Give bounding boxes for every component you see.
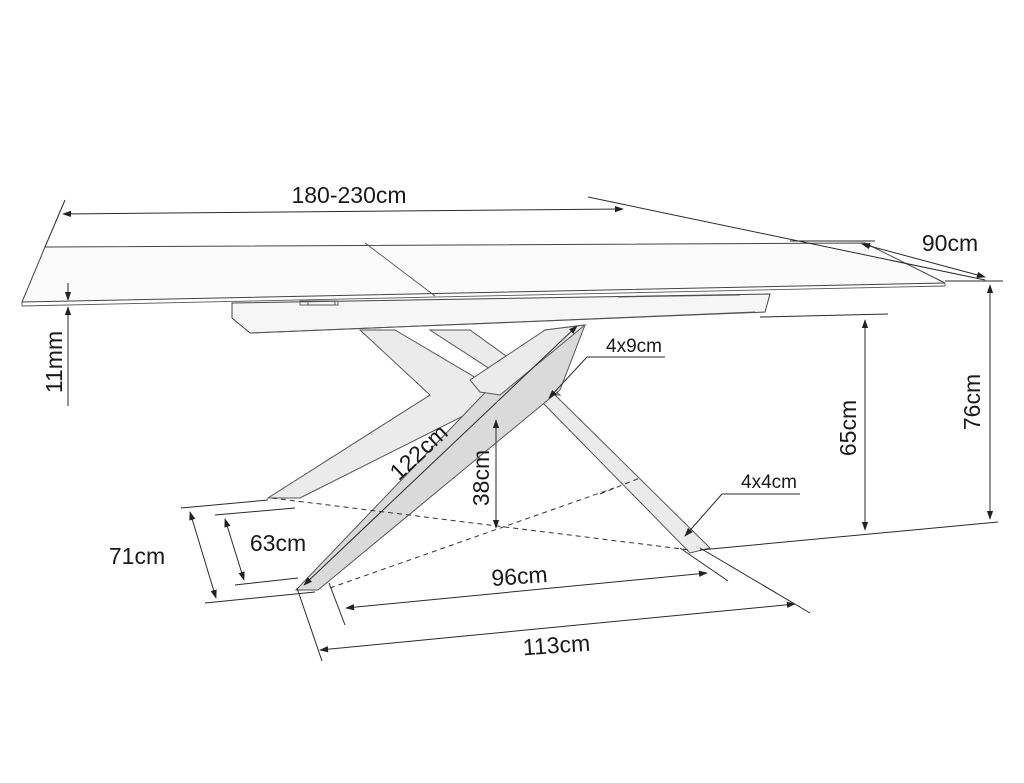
table-top-surface [21, 242, 946, 303]
label-base-length-inner: 96cm [490, 561, 548, 591]
label-length: 180-230cm [291, 182, 406, 208]
label-width: 90cm [922, 230, 978, 256]
label-base-depth-outer: 71cm [109, 543, 165, 569]
label-base-depth-inner: 63cm [250, 530, 306, 556]
dim-top-thickness: 11mm [41, 283, 72, 406]
label-total-height: 76cm [959, 374, 985, 430]
dim-length: 180-230cm [44, 182, 986, 281]
dim-base-depth: 71cm 63cm [109, 499, 316, 604]
label-base-length-outer: 113cm [522, 630, 591, 661]
dim-leg-foot-section: 4x4cm [684, 472, 800, 537]
dim-width: 90cm [790, 230, 1003, 282]
dim-total-height: 76cm [699, 284, 999, 551]
table-frame [231, 293, 771, 334]
label-top-thickness: 11mm [41, 331, 67, 393]
dim-cross-height: 38cm [468, 419, 500, 529]
label-cross-height: 38cm [468, 450, 494, 506]
label-leg-top-section: 4x9cm [606, 336, 662, 357]
label-leg-foot-section: 4x4cm [741, 472, 797, 493]
extension-seam [364, 242, 436, 297]
dim-frame-height: 65cm [759, 313, 889, 531]
table-top [21, 242, 946, 307]
dim-base-length: 96cm 113cm [296, 547, 811, 662]
label-frame-height: 65cm [835, 400, 861, 456]
